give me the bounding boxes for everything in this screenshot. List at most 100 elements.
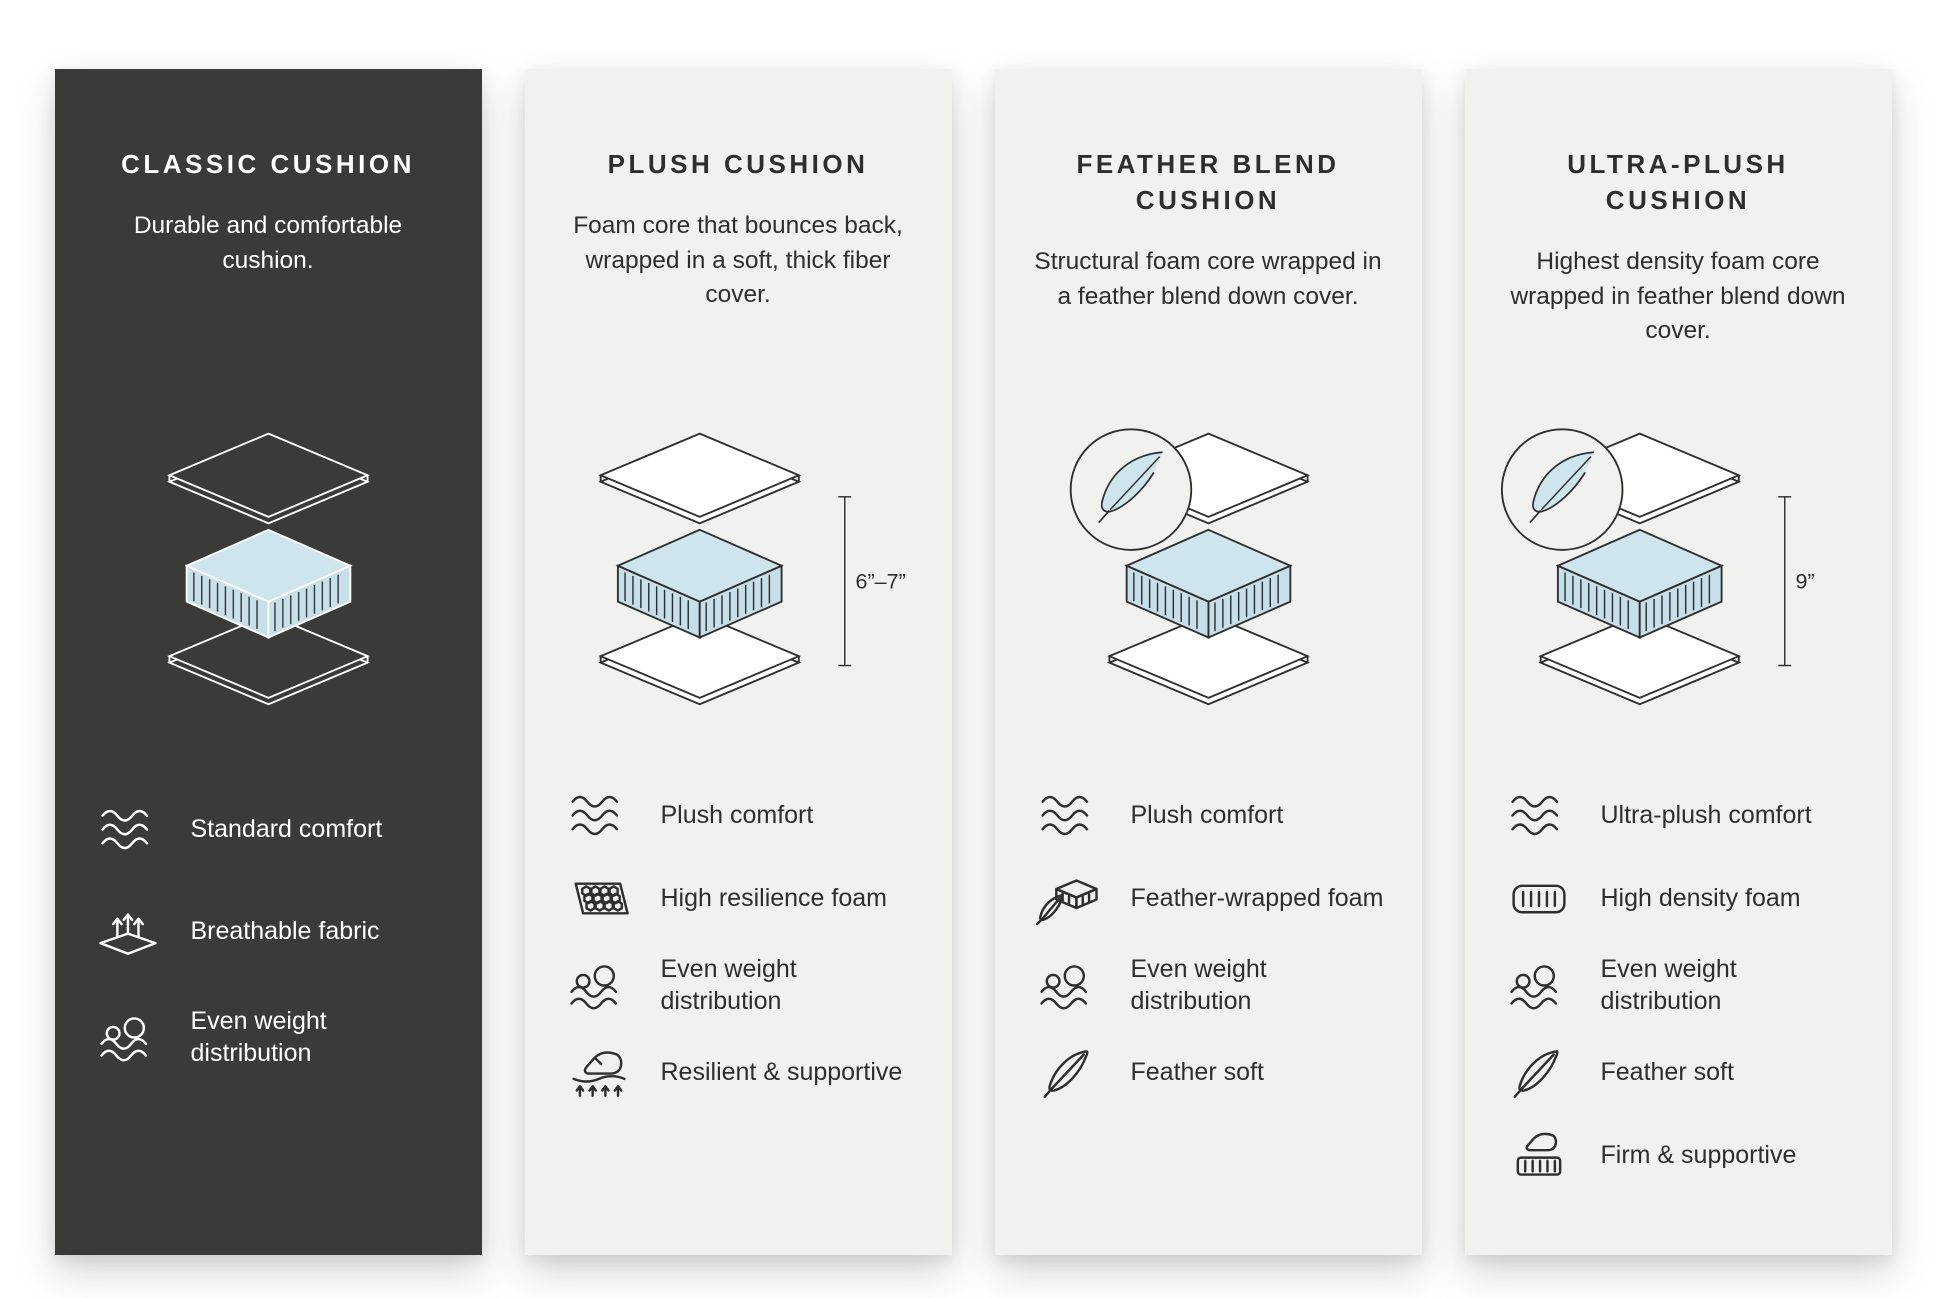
cushion-diagram xyxy=(1029,359,1388,779)
cushion-diagram: 9” xyxy=(1499,359,1858,779)
cushion-layers-illustration: 6”–7” xyxy=(597,433,905,706)
panel-ultra-plush-cushion: ULTRA-PLUSH CUSHION Highest density foam… xyxy=(1464,69,1892,1255)
firm-supportive-icon xyxy=(1516,1132,1561,1176)
feather-wrapped-foam-icon xyxy=(1035,878,1098,925)
feature-icon-cell xyxy=(561,871,637,926)
bottom-cover-layer xyxy=(166,613,370,706)
feature-list: Standard comfort Breathable fabric Even … xyxy=(89,779,448,1069)
feature-label: Even weight distribution xyxy=(660,955,797,1015)
bottom-cover-layer xyxy=(1537,613,1741,706)
cushion-layers-illustration xyxy=(166,433,370,706)
feature-label: Feather soft xyxy=(1600,1058,1734,1086)
height-measurement xyxy=(1777,496,1791,667)
feather-soft-icon xyxy=(1512,1049,1559,1098)
foam-core-layer xyxy=(183,529,353,640)
panel-title: CLASSIC CUSHION xyxy=(121,149,415,179)
feather-badge xyxy=(1500,428,1623,552)
even-weight-icon xyxy=(1509,964,1557,1009)
feature-icon-cell xyxy=(1501,1128,1577,1183)
feature-label: High density foam xyxy=(1600,884,1801,912)
feature-icon-cell xyxy=(91,904,167,959)
feature-row: Feather soft xyxy=(1501,1044,1856,1100)
feature-row: High density foam xyxy=(1501,870,1856,926)
cushion-layers-illustration xyxy=(1069,428,1310,706)
feature-icon-cell xyxy=(1501,788,1577,843)
feather-icon xyxy=(1100,451,1163,513)
height-measurement xyxy=(837,496,851,667)
feature-list: Plush comfort High resilience foam Even … xyxy=(559,779,918,1100)
feather-soft-icon xyxy=(1042,1049,1089,1098)
feature-row: Firm & supportive xyxy=(1501,1127,1856,1183)
feature-label: Breathable fabric xyxy=(190,917,380,945)
feather-icon xyxy=(1531,451,1594,513)
feature-icon-cell xyxy=(561,788,637,843)
cushion-layers-illustration: 9” xyxy=(1500,428,1814,706)
feature-icon-cell xyxy=(1501,871,1577,926)
feature-row: Plush comfort xyxy=(561,787,916,843)
feature-row: Even weight distribution xyxy=(1501,953,1856,1017)
feature-label: High resilience foam xyxy=(660,884,888,912)
cushion-diagram xyxy=(89,359,448,779)
comfort-waves-icon xyxy=(100,809,148,849)
panel-title: FEATHER BLEND CUSHION xyxy=(1076,149,1340,215)
high-resilience-foam-icon xyxy=(574,881,629,915)
feature-label: Even weight distribution xyxy=(1600,955,1737,1015)
height-measurement-label: 6”–7” xyxy=(855,570,905,594)
top-cover-layer xyxy=(597,433,801,525)
feature-icon-cell xyxy=(1031,788,1107,843)
comfort-waves-icon xyxy=(1040,795,1088,835)
foam-core-layer xyxy=(615,529,784,640)
feature-row: Feather soft xyxy=(1031,1044,1386,1100)
panel-feather-blend-cushion: FEATHER BLEND CUSHION Structural foam co… xyxy=(994,69,1422,1255)
bottom-cover-layer xyxy=(1106,613,1310,706)
even-weight-icon xyxy=(1039,964,1087,1009)
comfort-waves-icon xyxy=(570,795,618,835)
panel-description: Highest density foam core wrapped in fea… xyxy=(1510,247,1846,345)
feature-row: Ultra-plush comfort xyxy=(1501,787,1856,843)
even-weight-icon xyxy=(569,964,617,1009)
feature-icon-cell xyxy=(561,958,637,1013)
top-cover-layer xyxy=(166,433,370,525)
panel-header: FEATHER BLEND CUSHION Structural foam co… xyxy=(1029,69,1388,359)
feature-label: Resilient & supportive xyxy=(660,1058,903,1086)
feature-icon-cell xyxy=(1031,1045,1107,1100)
feature-row: Plush comfort xyxy=(1031,787,1386,843)
feature-icon-cell xyxy=(1501,958,1577,1013)
height-measurement-label: 9” xyxy=(1795,570,1814,594)
feature-row: Even weight distribution xyxy=(91,1005,446,1069)
panel-description: Durable and comfortable cushion. xyxy=(133,211,403,274)
feature-label: Ultra-plush comfort xyxy=(1600,801,1812,829)
feature-label: Plush comfort xyxy=(660,801,814,829)
feature-list: Plush comfort Feather-wrapped foam Even … xyxy=(1029,779,1388,1100)
feature-label: Even weight distribution xyxy=(190,1007,327,1067)
feature-row: Feather-wrapped foam xyxy=(1031,870,1386,926)
feature-icon-cell xyxy=(91,802,167,857)
feature-row: Standard comfort xyxy=(91,801,446,857)
feature-row: Even weight distribution xyxy=(1031,953,1386,1017)
breathable-fabric-icon xyxy=(98,912,157,955)
feature-row: High resilience foam xyxy=(561,870,916,926)
feather-badge xyxy=(1069,428,1192,552)
feature-icon-cell xyxy=(1031,871,1107,926)
panel-plush-cushion: PLUSH CUSHION Foam core that bounces bac… xyxy=(524,69,952,1255)
feature-icon-cell xyxy=(91,1010,167,1065)
foam-core-layer xyxy=(1555,529,1724,640)
feature-label: Firm & supportive xyxy=(1600,1141,1797,1169)
panel-description: Foam core that bounces back, wrapped in … xyxy=(573,211,903,309)
foam-core-layer xyxy=(1123,529,1293,640)
feature-row: Resilient & supportive xyxy=(561,1044,916,1100)
panel-title: ULTRA-PLUSH CUSHION xyxy=(1567,149,1789,215)
comfort-waves-icon xyxy=(1510,795,1558,835)
feature-list: Ultra-plush comfort High density foam Ev… xyxy=(1499,779,1858,1183)
even-weight-icon xyxy=(99,1016,147,1061)
feature-label: Even weight distribution xyxy=(1130,955,1267,1015)
feature-icon-cell xyxy=(1501,1045,1577,1100)
panel-header: CLASSIC CUSHION Durable and comfortable … xyxy=(89,69,448,359)
panel-header: ULTRA-PLUSH CUSHION Highest density foam… xyxy=(1499,69,1858,359)
cushion-diagram: 6”–7” xyxy=(559,359,918,779)
resilient-supportive-icon xyxy=(571,1050,626,1097)
feature-icon-cell xyxy=(1031,958,1107,1013)
feature-row: Breathable fabric xyxy=(91,903,446,959)
panel-classic-cushion: CLASSIC CUSHION Durable and comfortable … xyxy=(54,69,482,1255)
feature-label: Feather-wrapped foam xyxy=(1130,884,1384,912)
